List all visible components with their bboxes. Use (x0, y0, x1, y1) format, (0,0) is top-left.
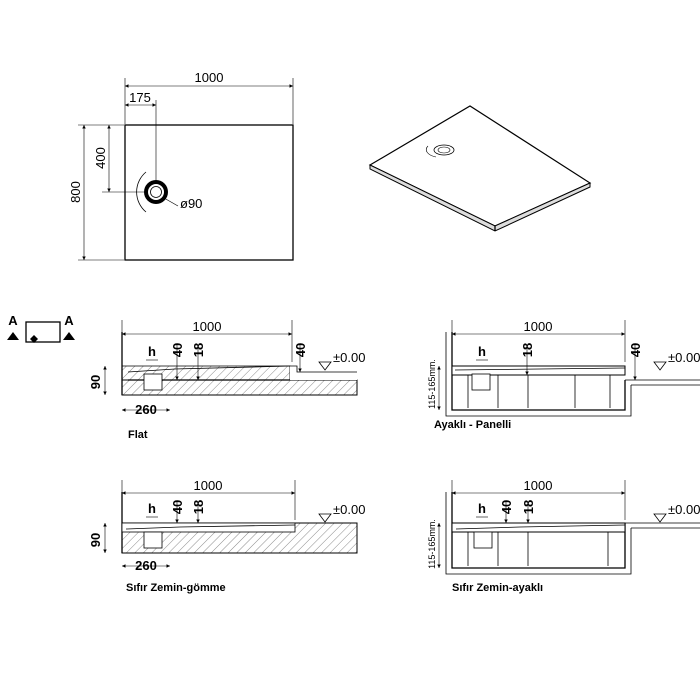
section-sifir-ayakli: 1000 h 40 18 ±0.00 115-165mm. Sıfır Zemi… (427, 478, 700, 594)
tray-outline (124, 124, 294, 261)
section-ayakli-width: 1000 (524, 478, 553, 493)
plan-width-label: 1000 (195, 70, 224, 85)
triangle-icon (63, 332, 75, 340)
section-gomme-depth: 90 (88, 533, 103, 547)
section-gomme-h: h (148, 501, 156, 516)
section-flat-40: 40 (170, 343, 185, 357)
section-panelli-caption: Ayaklı - Panelli (434, 419, 511, 431)
triangle-icon (7, 332, 19, 340)
section-flat-18: 18 (191, 343, 206, 357)
marker-box (25, 321, 61, 343)
drain-offset-x-label: 175 (129, 90, 151, 105)
section-gomme-40: 40 (170, 500, 185, 514)
section-ayakli-range: 115-165mm. (427, 519, 437, 569)
section-gomme-drain: 260 (135, 558, 157, 573)
isometric-view (368, 105, 592, 232)
section-gomme-18: 18 (191, 500, 206, 514)
section-gomme-caption: Sıfır Zemin-gömme (126, 582, 226, 594)
section-gomme-level: ±0.00 (333, 502, 365, 517)
section-ayakli-level: ±0.00 (668, 502, 700, 517)
section-sifir-gomme: 1000 h 40 18 ±0.00 90 260 Sıfır Zemin-gö… (88, 478, 365, 594)
section-flat-h: h (148, 344, 156, 359)
section-marker: A A (7, 313, 75, 343)
section-panelli-edge: 40 (628, 343, 643, 357)
marker-left-label: A (8, 313, 18, 328)
section-panelli-18: 18 (520, 343, 535, 357)
drain-iso-icon (433, 144, 455, 156)
marker-right-label: A (64, 313, 74, 328)
section-flat-depth: 90 (88, 375, 103, 389)
section-ayakli-caption: Sıfır Zemin-ayaklı (452, 582, 543, 594)
section-panelli-range: 115-165mm. (427, 359, 437, 409)
section-ayakli-panelli: 1000 h 18 40 ±0.00 115-165mm. Ayaklı - P… (427, 319, 700, 431)
section-flat: 1000 h 40 18 40 ±0.00 90 260 Flat (88, 319, 365, 441)
drain-trap (143, 373, 163, 391)
section-flat-level: ±0.00 (333, 350, 365, 365)
section-panelli-h: h (478, 344, 486, 359)
section-flat-width: 1000 (193, 319, 222, 334)
section-flat-edge: 40 (293, 343, 308, 357)
section-panelli-width: 1000 (524, 319, 553, 334)
support-legs (467, 375, 611, 408)
drain-diameter-label: ø90 (180, 196, 202, 211)
section-panelli-level: ±0.00 (668, 350, 700, 365)
support-legs (467, 532, 609, 566)
plan-view: 1000 175 800 400 ø90 (68, 70, 294, 261)
drain-icon (136, 171, 168, 213)
drain-trap (143, 531, 163, 549)
section-ayakli-h: h (478, 501, 486, 516)
section-gomme-width: 1000 (194, 478, 223, 493)
section-flat-drain: 260 (135, 402, 157, 417)
section-flat-caption: Flat (128, 429, 148, 441)
plan-depth-label: 800 (68, 181, 83, 203)
section-ayakli-40: 40 (499, 500, 514, 514)
drain-offset-y-label: 400 (93, 147, 108, 169)
section-ayakli-18: 18 (521, 500, 536, 514)
